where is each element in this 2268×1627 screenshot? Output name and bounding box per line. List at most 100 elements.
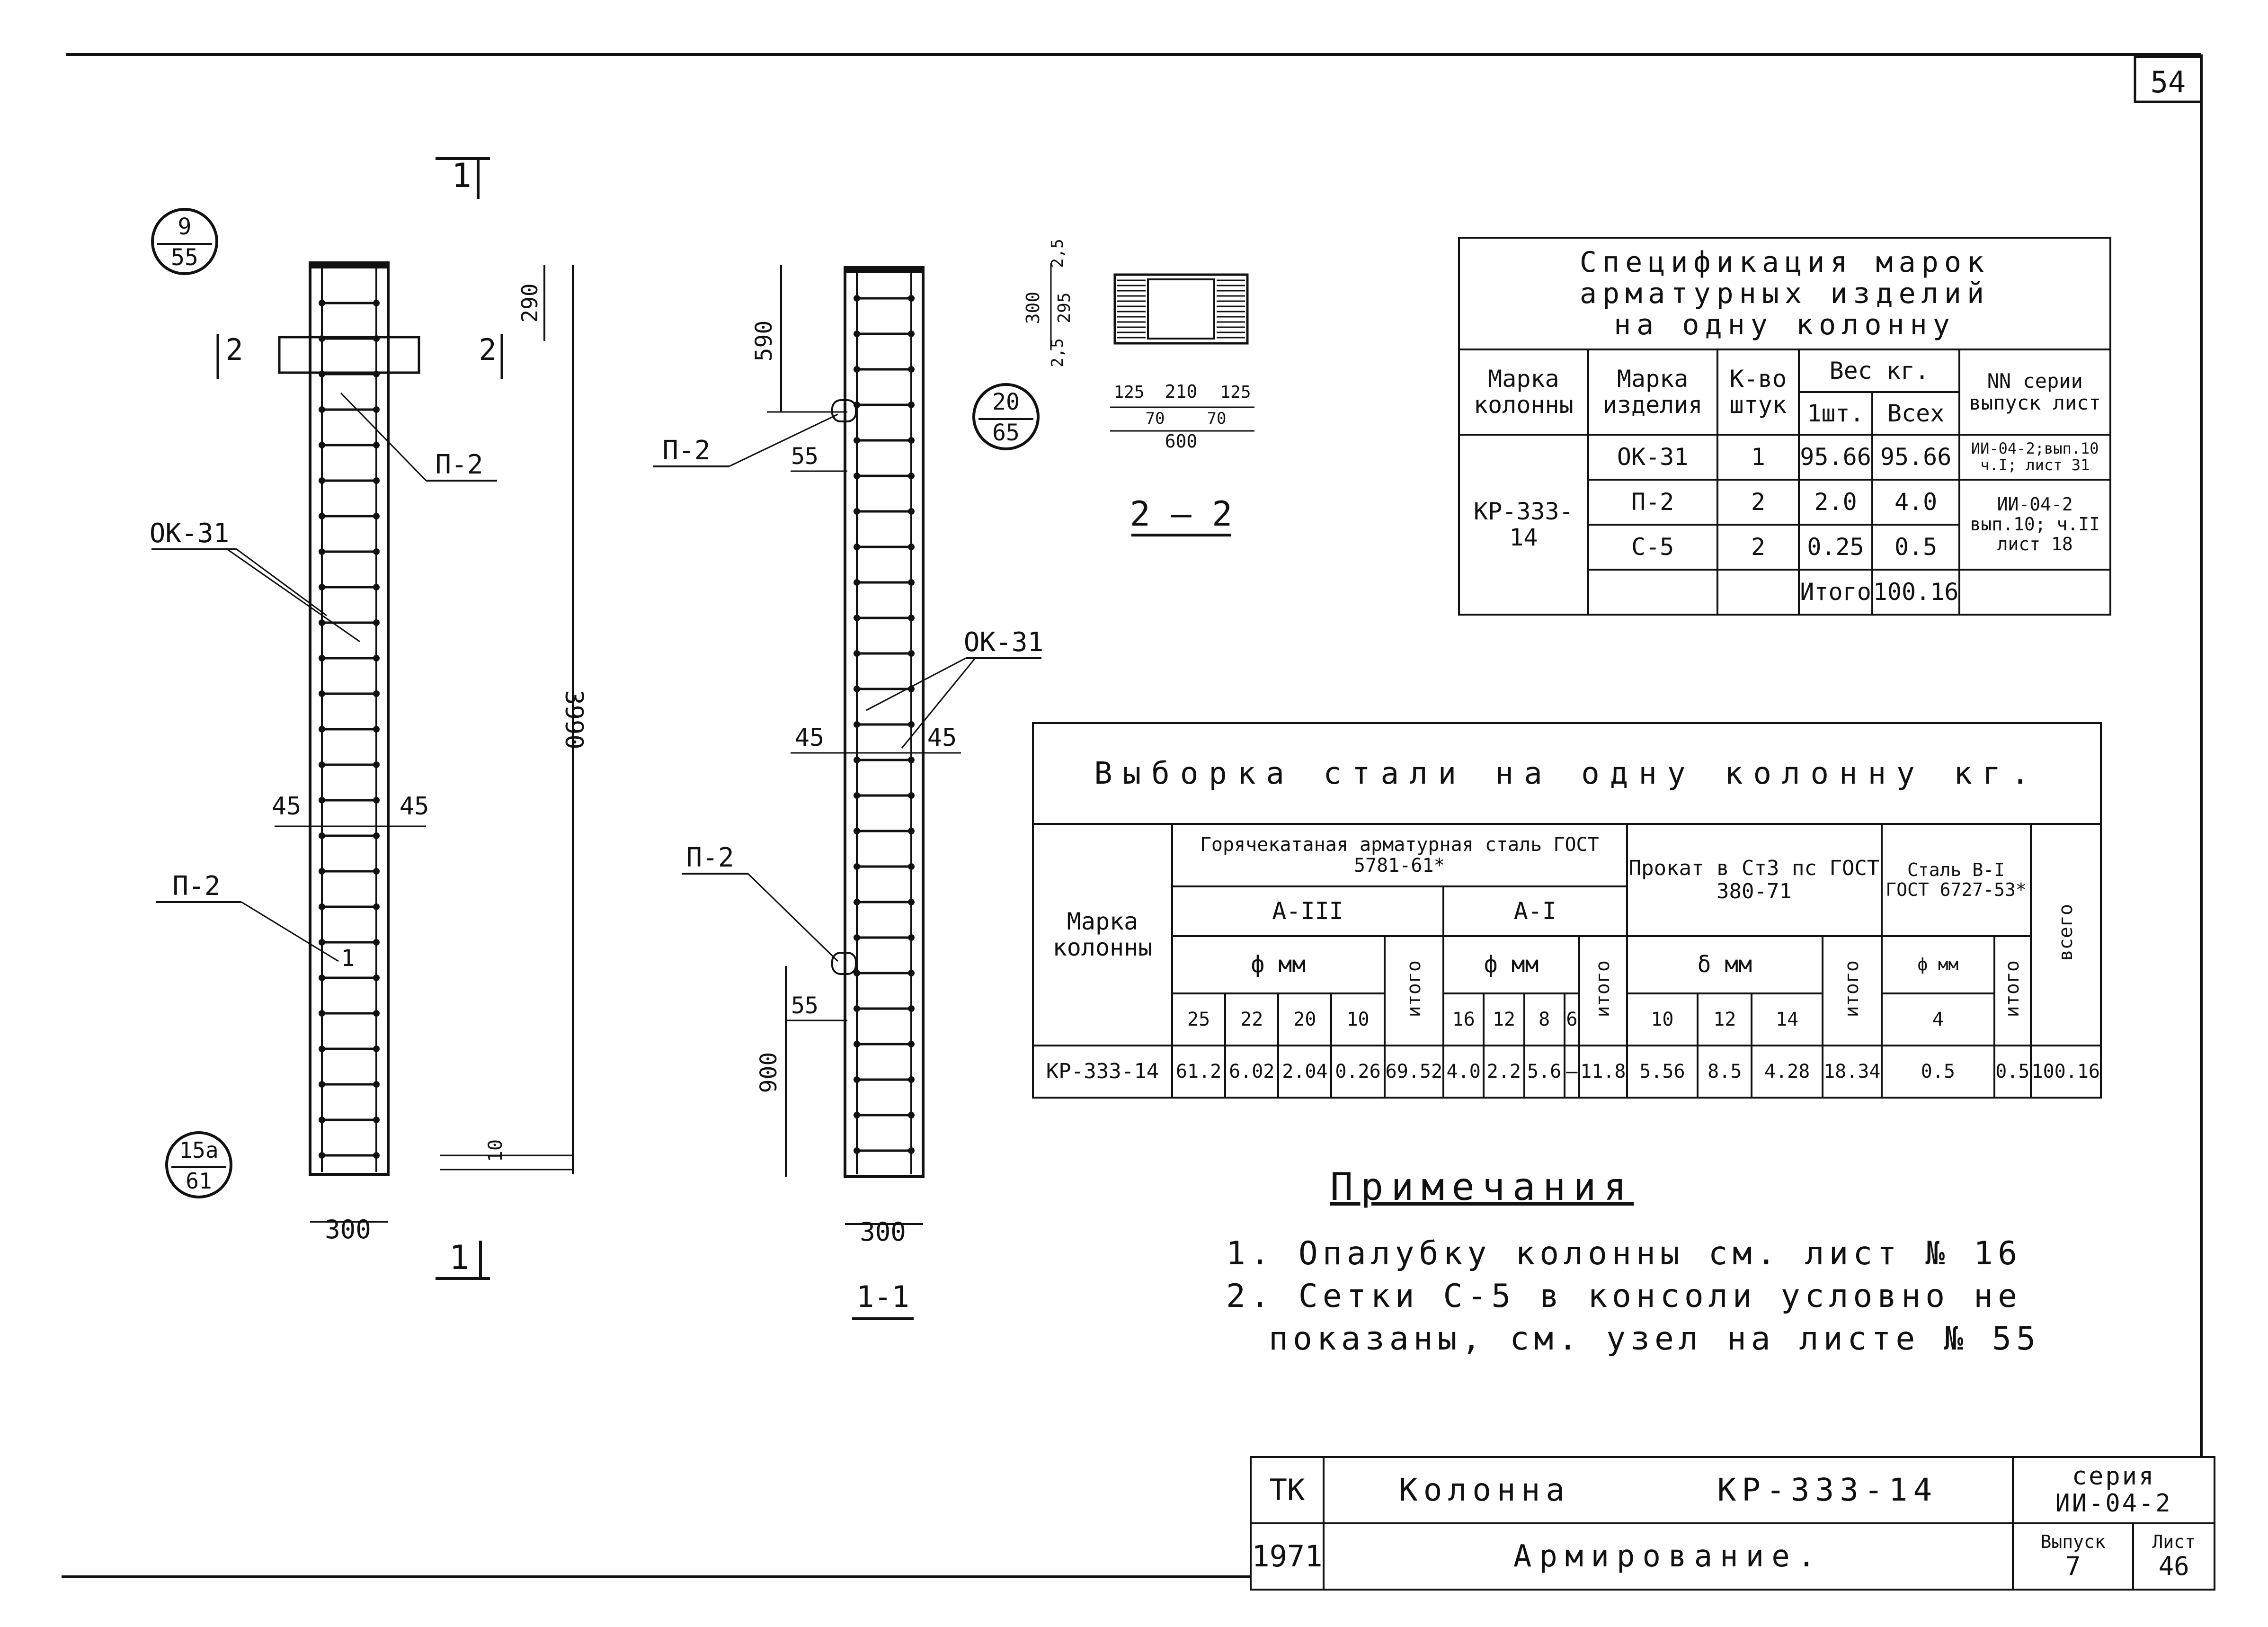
section-1-1: 590 55 П-2 П-2 ОК-31 45 45 55 900 300 1-… <box>653 265 1044 1320</box>
steel-h-diam: 8 <box>1523 992 1565 1046</box>
dim-600: 600 <box>1165 431 1198 452</box>
spec-h-qty: К-во штук <box>1716 349 1800 436</box>
dim-900: 900 <box>756 1052 782 1093</box>
steel-cell: 69.52 <box>1383 1044 1445 1099</box>
steel-cell: 4.0 <box>1442 1044 1485 1099</box>
spec-cell: 0.25 <box>1798 523 1873 571</box>
dim-45-mid-right: 45 <box>927 724 957 752</box>
steel-h-a3: А-III <box>1171 885 1445 937</box>
steel-h-itogo-pr: итого <box>1822 935 1883 1046</box>
steel-cell: — <box>1563 1044 1581 1099</box>
spec-cell: ИИ-04-2 вып.10; ч.II лист 18 <box>1958 478 2111 571</box>
section-2-left-label: 2 <box>225 332 243 367</box>
steel-h-phi-a1: ф мм <box>1442 935 1581 994</box>
steel-title: Выборка стали на одну колонну кг. <box>1032 722 2102 825</box>
table-row: КР-333-14 61.2 6.02 2.04 0.26 69.52 4.0 … <box>1032 1044 2102 1099</box>
label-ok31-left: ОК-31 <box>150 518 230 549</box>
section-2-right-label: 2 <box>479 332 496 367</box>
notes-heading: Примечания <box>1330 1165 1634 1209</box>
spec-table: Спецификация марок арматурных изделий на… <box>1458 236 2111 616</box>
dim-295: 295 <box>1055 292 1074 323</box>
steel-h-a1: А-I <box>1442 885 1628 937</box>
steel-h-diam: 10 <box>1330 992 1386 1046</box>
steel-h-phi-st: ф мм <box>1880 935 1996 994</box>
steel-cell: 2.2 <box>1483 1044 1525 1099</box>
notes: Примечания 1. Опалубку колонны см. лист … <box>1226 1165 2078 1360</box>
spec-cell: 2.0 <box>1798 478 1873 526</box>
steel-cell: 18.34 <box>1822 1044 1883 1099</box>
spec-cell: ОК-31 <box>1587 433 1718 481</box>
steel-cell: 0.26 <box>1330 1044 1386 1099</box>
section-hatching <box>1117 279 1245 339</box>
note-item: 2. Сетки С-5 в консоли условно не <box>1226 1278 2022 1315</box>
note-item: показаны, см. узел на листе № 55 <box>1269 1320 2041 1358</box>
title-series: серия ИИ-04-2 <box>2012 1456 2215 1524</box>
dim-45-right: 45 <box>400 792 429 821</box>
dim-590: 590 <box>751 321 777 362</box>
spec-cell: 95.66 <box>1871 433 1961 481</box>
callout-9-55: 9 55 <box>151 208 218 275</box>
label-ok31-right: ОК-31 <box>964 627 1044 658</box>
spec-total-value: 100.16 <box>1871 568 1961 616</box>
spec-cell: ИИ-04-2;вып.10 ч.I; лист 31 <box>1958 433 2111 481</box>
steel-cell-total: 100.16 <box>2029 1044 2102 1099</box>
table-row: Итого 100.16 <box>1459 568 2111 616</box>
spec-cell: 2 <box>1716 478 1800 526</box>
steel-h-prokat: Прокат в Ст3 пс ГОСТ 380-71 <box>1626 823 1883 937</box>
table-row: П-2 2 2.0 4.0 ИИ-04-2 вып.10; ч.II лист … <box>1459 478 2111 571</box>
steel-cell: 5.56 <box>1626 1044 1699 1099</box>
dim-300-left: 300 <box>325 1215 371 1244</box>
spec-cell <box>1716 568 1800 616</box>
dim-210: 210 <box>1165 381 1198 402</box>
steel-cell: 0.5 <box>1880 1044 1996 1099</box>
spec-cell: 0.5 <box>1871 523 1961 571</box>
steel-h-hot: Горячекатаная арматурная сталь ГОСТ 5781… <box>1171 823 1628 888</box>
steel-h-stal: Сталь В-I ГОСТ 6727-53* <box>1880 823 2032 937</box>
spec-cell: 4.0 <box>1871 478 1961 526</box>
dim-125-left: 125 <box>1113 383 1144 402</box>
dim-2-5-bottom: 2,5 <box>1048 338 1067 367</box>
title-name: Колонна КР-333-14 <box>1322 1456 2014 1524</box>
title-sheet: Лист 46 <box>2132 1522 2215 1591</box>
spec-cell <box>1958 568 2111 616</box>
spec-h-series: NN серии выпуск лист <box>1958 349 2111 436</box>
dim-45-left: 45 <box>272 792 302 821</box>
steel-cell: 2.04 <box>1277 1044 1333 1099</box>
spec-h-total: Всех <box>1871 391 1961 436</box>
section-1-1-label: 1-1 <box>856 1279 909 1314</box>
steel-h-diam: 12 <box>1483 992 1525 1046</box>
section-2-2-label: 2 — 2 <box>1130 494 1233 534</box>
spec-h-item-mark: Марка изделия <box>1587 349 1718 436</box>
label-p2-mid-upper: П-2 <box>662 435 710 466</box>
spec-total-label: Итого <box>1798 568 1873 616</box>
dim-70-right: 70 <box>1207 409 1227 428</box>
section-2-2: 2,5 295 2,5 300 125 210 125 70 70 600 2 … <box>1023 239 1254 536</box>
dim-300-mid: 300 <box>860 1217 906 1247</box>
steel-cell: 6.02 <box>1224 1044 1280 1099</box>
steel-row-mark: КР-333-14 <box>1032 1044 1173 1099</box>
steel-cell: 8.5 <box>1697 1044 1753 1099</box>
title-code: КР-333-14 <box>1717 1471 1938 1508</box>
title-year: 1971 <box>1250 1522 1325 1591</box>
dim-125-right: 125 <box>1220 383 1251 402</box>
dim-2-5-top: 2,5 <box>1048 239 1067 268</box>
steel-cell: 61.2 <box>1171 1044 1227 1099</box>
column-elevation: 1 1 2 2 290 3990 10 45 45 300 П-2 ОК-31 <box>150 156 588 1280</box>
steel-h-diam: 4 <box>1880 992 1996 1046</box>
steel-h-diam: 6 <box>1563 992 1581 1046</box>
stirrups-middle <box>854 295 915 1154</box>
steel-h-mark: Марка колонны <box>1032 823 1173 1046</box>
steel-h-phi-a3: ф мм <box>1171 935 1386 994</box>
spec-h-weight: Вес кг. <box>1798 349 1961 393</box>
steel-h-delta: δ мм <box>1626 935 1824 994</box>
title-block: ТК Колонна КР-333-14 серия ИИ-04-2 1971 … <box>1250 1456 2215 1591</box>
title-org: ТК <box>1250 1456 1325 1524</box>
steel-cell: 11.8 <box>1578 1044 1628 1099</box>
steel-h-diam: 25 <box>1171 992 1227 1046</box>
dim-10: 10 <box>485 1139 507 1162</box>
spec-column-mark: КР-333-14 <box>1458 433 1589 616</box>
label-p2-mid-lower: П-2 <box>686 842 734 873</box>
sheet-frame: 54 <box>62 53 2203 1578</box>
dim-3990: 3990 <box>560 690 588 749</box>
